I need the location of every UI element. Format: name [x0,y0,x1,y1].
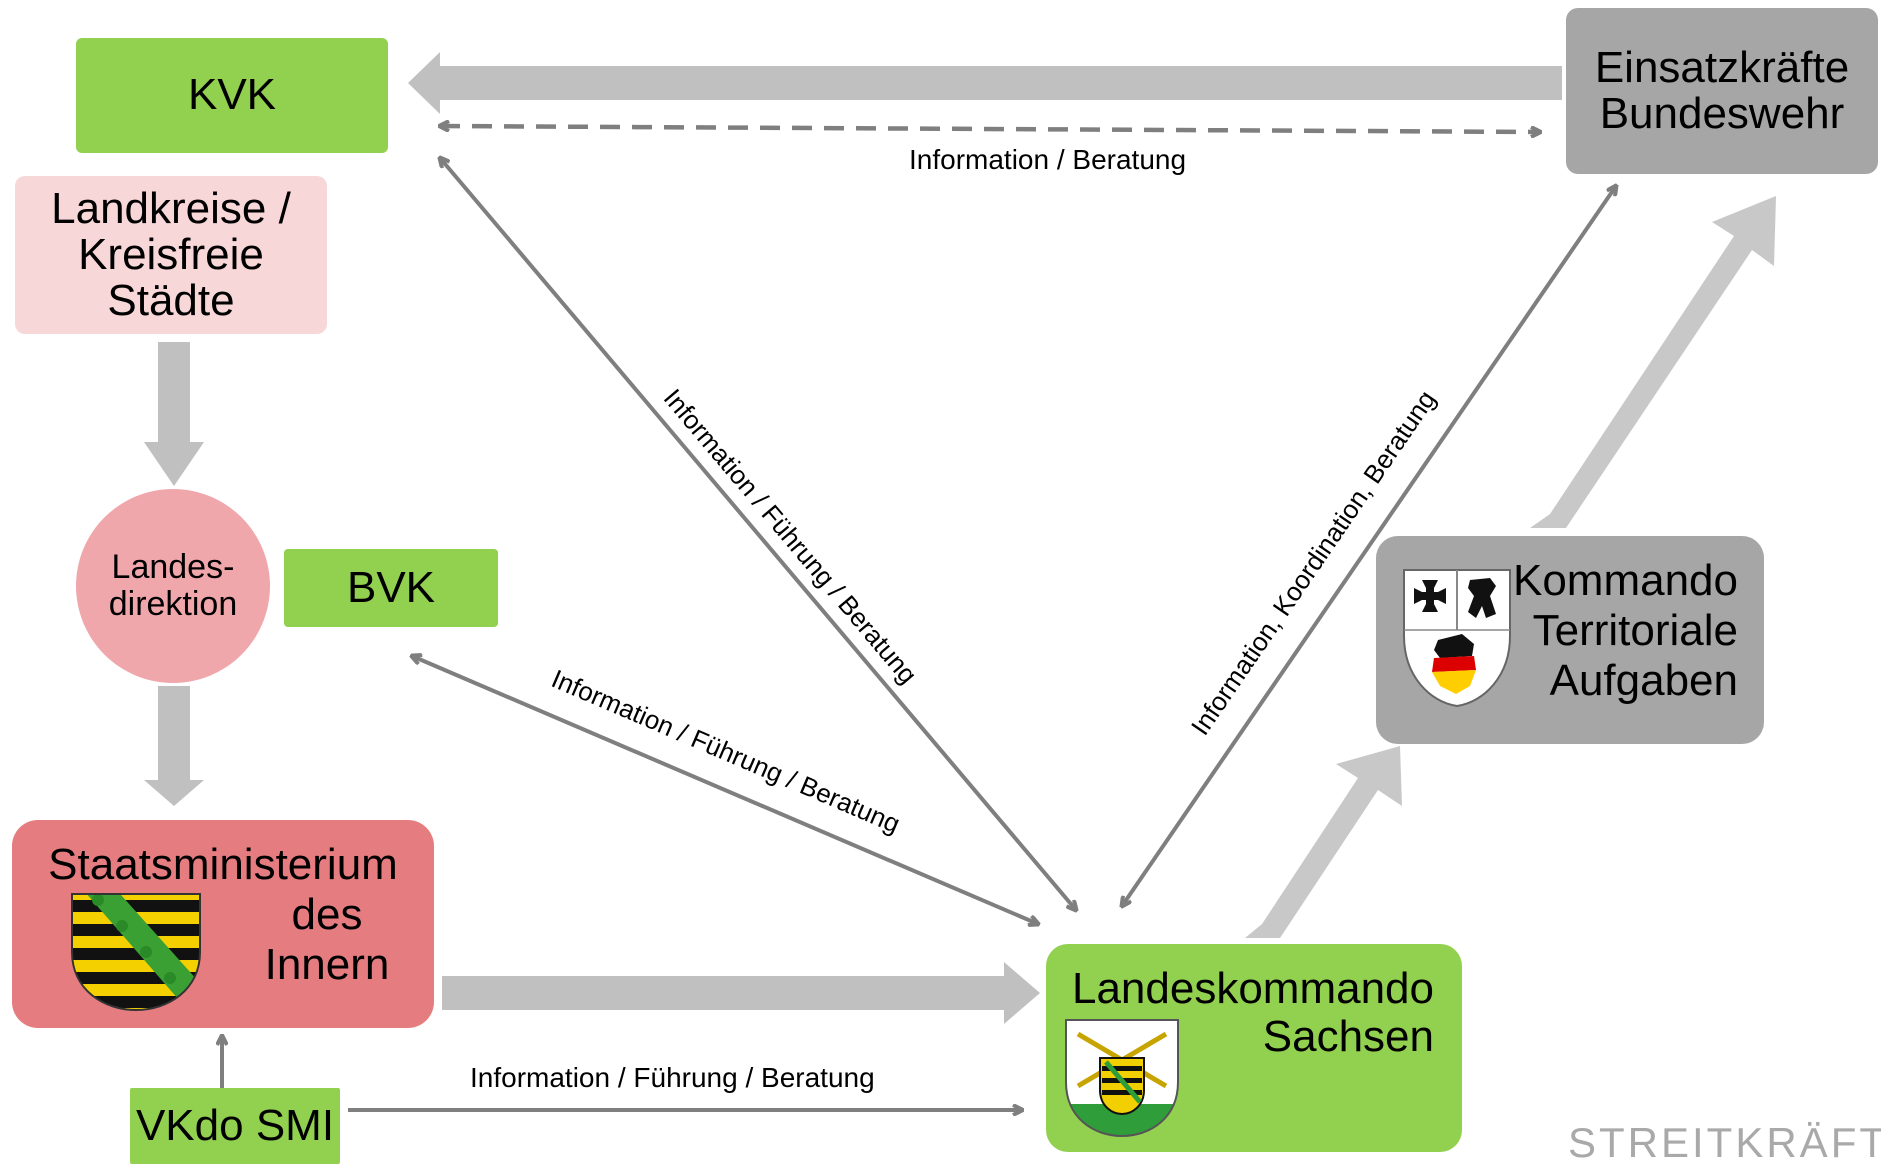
node-kommando-territoriale-aufgaben: Kommando Territoriale Aufgaben [1376,536,1764,744]
node-landesdirektion: Landes- direktion [76,489,270,683]
node-landkreise-line2: Kreisfreie [78,229,264,279]
node-smi: Staatsministerium des Innern [12,820,434,1028]
streitkraefte-watermark: STREITKRÄFTE [1568,1119,1881,1166]
thick-arrow-bundeswehr-to-kvk [408,52,1562,114]
node-bvk: BVK [284,549,498,627]
node-kta-line2: Territoriale [1532,606,1738,655]
node-landkreise-label: Landkreise / Kreisfreie Städte [51,183,291,326]
thin-arrow-kvk-lkdo [440,158,1076,910]
thick-arrow-lkdo-to-kta [1245,746,1402,938]
dashed-arrow-kvk-bundeswehr [440,126,1540,132]
node-smi-line3: Innern [264,940,390,989]
node-vkdo-smi-label: VKdo SMI [135,1100,335,1150]
node-landkreise-line1: Landkreise / [51,183,291,233]
saxony-coat-of-arms-icon [71,893,201,1012]
landeskommando-sachsen-emblem-icon [1065,1019,1179,1138]
node-smi-line2: des [291,890,363,939]
label-kvk-bundeswehr: Information / Beratung [909,144,1187,175]
node-landkreise-line3: Städte [107,276,235,326]
node-bundeswehr-line2: Bundeswehr [1599,89,1845,138]
node-landeskommando-line1: Landeskommando [1071,964,1434,1013]
node-bundeswehr-line1: Einsatzkräfte [1594,42,1850,92]
node-bvk-label: BVK [346,562,436,612]
node-landesdirektion-line1: Landes- [111,547,235,586]
node-einsatzkraefte-bundeswehr: Einsatzkräfte Bundeswehr [1566,8,1878,174]
label-vkdo-lkdo: Information / Führung / Beratung [470,1062,875,1093]
node-landesdirektion-line2: direktion [108,585,238,623]
node-vkdo-smi: VKdo SMI [130,1088,340,1164]
node-kvk-label: KVK [187,70,277,120]
node-landeskommando: Landeskommando Sachsen [1046,944,1462,1152]
thin-arrow-bvk-lkdo [412,656,1038,924]
node-kta-line1: Kommando [1512,556,1738,605]
thick-arrow-smi-to-lkdo [442,962,1040,1024]
kommando-territoriale-aufgaben-emblem-icon [1403,569,1511,708]
node-landeskommando-line2: Sachsen [1262,1012,1434,1061]
node-landesdirektion-label: Landes- direktion [108,547,238,624]
node-landkreise: Landkreise / Kreisfreie Städte [15,176,327,334]
thick-arrow-landesdirektion-to-smi [144,686,204,806]
node-kta-line3: Aufgaben [1549,656,1738,705]
node-smi-line1: Staatsministerium [48,840,398,889]
thick-arrow-landkreise-to-landesdirektion [144,342,204,486]
thick-arrow-kta-to-bundeswehr [1530,196,1776,528]
node-kvk: KVK [76,38,388,153]
node-einsatzkraefte-bundeswehr-label: Einsatzkräfte Bundeswehr [1594,42,1850,138]
thin-arrow-lkdo-bundeswehr [1122,186,1616,906]
